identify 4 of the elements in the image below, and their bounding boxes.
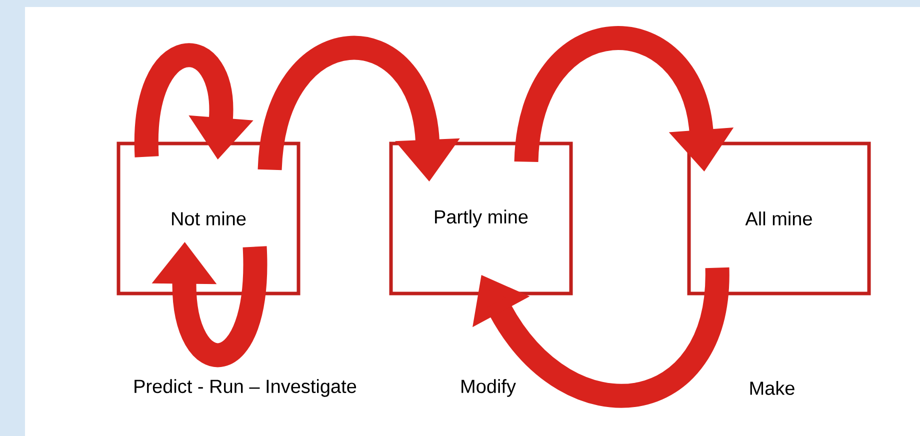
stage-label: Modify (462, 379, 516, 397)
stage-label: Make (750, 381, 794, 395)
stage-label: Predict - Run – Investigate (134, 379, 356, 397)
process-box: All mine (687, 142, 871, 296)
